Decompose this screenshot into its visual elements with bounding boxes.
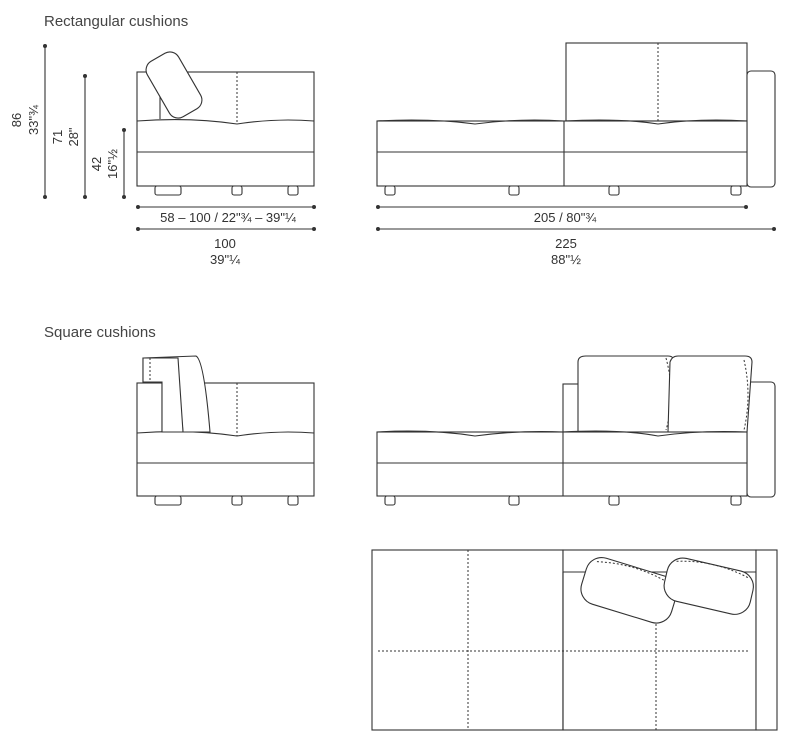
depth-100-inch-label: 39"¼ xyxy=(210,252,240,267)
height-86-label: 86 xyxy=(9,113,24,127)
height-71-inch-label: 28" xyxy=(66,127,81,146)
depth-100-label: 100 xyxy=(214,236,236,251)
height-42-inch-label: 16"½ xyxy=(105,149,120,179)
height-86-inch-label: 33"¾ xyxy=(26,105,41,135)
depth-range-label: 58 – 100 / 22"¾ – 39"¼ xyxy=(160,210,296,225)
top-view xyxy=(371,549,778,731)
rectangular-front-view xyxy=(376,42,776,196)
square-cushions-title: Square cushions xyxy=(44,324,156,341)
square-side-view xyxy=(136,355,315,506)
rectangular-cushions-title: Rectangular cushions xyxy=(44,13,188,30)
width-205-label: 205 / 80"¾ xyxy=(534,210,597,225)
width-dimension-lines xyxy=(376,205,776,231)
width-225-label: 225 xyxy=(555,236,577,251)
height-42-label: 42 xyxy=(89,157,104,171)
square-front-view xyxy=(376,355,776,506)
height-71-label: 71 xyxy=(50,130,65,144)
height-dimension-lines xyxy=(43,44,126,199)
depth-dimension-lines xyxy=(136,205,316,231)
rectangular-side-view xyxy=(136,51,315,196)
width-225-inch-label: 88"½ xyxy=(551,252,581,267)
